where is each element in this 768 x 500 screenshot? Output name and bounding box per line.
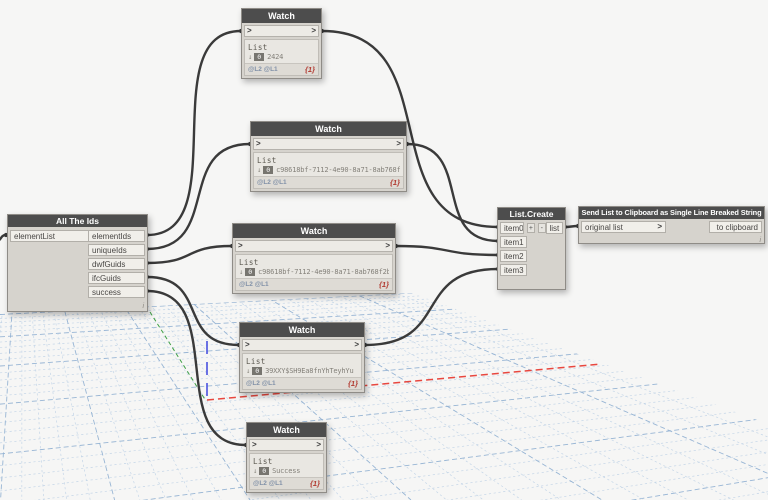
output-port-uniqueids[interactable]: uniqueIds [88,244,145,256]
node-list-create[interactable]: List.Create item0 + - list item1 item2 i… [497,207,566,290]
item-count: {1} [378,280,389,289]
input-port[interactable]: > [256,139,261,148]
node-watch-elementids[interactable]: Watch > > List ↓ 0 2424 @L2 @L1 {1} [241,8,322,79]
list-label: List [239,258,259,267]
list-levels: @L2 @L1 [246,380,276,387]
output-port[interactable]: > [316,440,321,449]
expand-arrow-icon[interactable]: ↓ [248,53,253,61]
input-port-original-list[interactable]: original list > [581,221,666,233]
node-title[interactable]: All The Ids [8,215,147,227]
input-port[interactable]: > [252,440,257,449]
node-title[interactable]: List.Create [498,208,565,220]
expand-arrow-icon[interactable]: ↓ [239,268,244,276]
index-chip: 0 [263,166,274,174]
node-title[interactable]: Watch [233,224,395,238]
node-title[interactable]: Watch [247,423,326,437]
input-port[interactable]: > [238,241,243,250]
input-port-item3[interactable]: item3 [500,264,527,276]
info-icon: i [142,303,144,310]
list-label: List [253,457,273,466]
output-port-to-clipboard[interactable]: to clipboard [709,221,762,233]
watch-value: Success [272,467,301,475]
node-title[interactable]: Watch [242,9,321,23]
watch-value: 39XXY$SH9Ea8fnYhTeyhYu [265,367,354,375]
input-port-item2[interactable]: item2 [500,250,527,262]
remove-port-button[interactable]: - [537,223,546,233]
node-all-the-ids[interactable]: All The Ids elementList > elementIds uni… [7,214,148,312]
node-watch-ifcguids[interactable]: Watch > > List ↓ 0 39XXY$SH9Ea8fnYhTeyhY… [239,322,365,393]
watch-preview[interactable]: List ↓ 0 2424 @L2 @L1 {1} [244,39,319,76]
port-label: original list [585,222,623,232]
info-icon: i [759,237,761,244]
port-label: elementList [14,231,55,241]
list-levels: @L2 @L1 [239,281,269,288]
output-port[interactable]: > [385,241,390,250]
index-chip: 0 [259,467,270,475]
list-levels: @L2 @L1 [257,179,287,186]
index-chip: 0 [252,367,263,375]
node-title[interactable]: Send List to Clipboard as Single Line Br… [579,207,764,219]
list-levels: @L2 @L1 [248,66,278,73]
expand-arrow-icon[interactable]: ↓ [246,367,251,375]
index-chip: 0 [254,53,265,61]
input-port-item0[interactable]: item0 [500,222,524,234]
output-port-dwfguids[interactable]: dwfGuids [88,258,145,270]
input-port-item1[interactable]: item1 [500,236,527,248]
input-port[interactable]: > [247,26,252,35]
node-watch-success[interactable]: Watch > > List ↓ 0 Success @L2 @L1 {1} [246,422,327,493]
add-port-button[interactable]: + [526,223,535,233]
watch-value: c98618bf-7112-4e90-8a71-8ab768f2b [258,268,389,276]
list-label: List [246,357,266,366]
output-port-success[interactable]: success [88,286,145,298]
node-title[interactable]: Watch [240,323,364,337]
list-label: List [248,43,268,52]
list-levels: @L2 @L1 [253,480,283,487]
watch-preview[interactable]: List ↓ 0 c98618bf-7112-4e90-8a71-8ab768f… [253,152,404,189]
output-port[interactable]: > [311,26,316,35]
list-label: List [257,156,277,165]
watch-preview[interactable]: List ↓ 0 39XXY$SH9Ea8fnYhTeyhYu @L2 @L1 … [242,353,362,390]
output-port[interactable]: > [354,340,359,349]
output-port[interactable]: > [396,139,401,148]
output-port-list[interactable]: list [545,222,564,234]
item-count: {1} [309,479,320,488]
output-port-ifcguids[interactable]: ifcGuids [88,272,145,284]
watch-preview[interactable]: List ↓ 0 Success @L2 @L1 {1} [249,453,324,490]
expand-arrow-icon[interactable]: ↓ [257,166,262,174]
output-port-elementids[interactable]: elementIds [88,230,145,242]
node-title[interactable]: Watch [251,122,406,136]
expand-arrow-icon[interactable]: ↓ [253,467,258,475]
node-send-list-to-clipboard[interactable]: Send List to Clipboard as Single Line Br… [578,206,765,244]
node-watch-dwfguids[interactable]: Watch > > List ↓ 0 c98618bf-7112-4e90-8a… [232,223,396,294]
index-chip: 0 [245,268,256,276]
input-port[interactable]: > [245,340,250,349]
chevron-icon: > [657,222,662,231]
watch-value: c98618bf-7112-4e90-8a71-8ab768f2b [276,166,400,174]
node-watch-uniqueids[interactable]: Watch > > List ↓ 0 c98618bf-7112-4e90-8a… [250,121,407,192]
watch-value: 2424 [267,53,284,61]
item-count: {1} [304,65,315,74]
item-count: {1} [347,379,358,388]
watch-preview[interactable]: List ↓ 0 c98618bf-7112-4e90-8a71-8ab768f… [235,254,393,291]
item-count: {1} [389,178,400,187]
